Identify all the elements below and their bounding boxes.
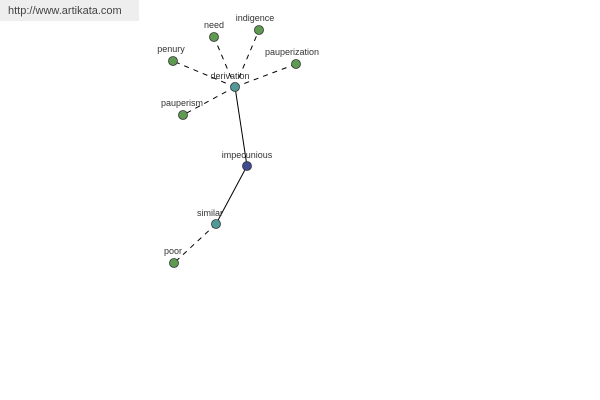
graph-labels: impecunious derivation similar need indigenc…	[157, 13, 319, 256]
node-label-similar[interactable]: similar	[197, 208, 223, 218]
node-pauperization[interactable]	[291, 59, 301, 69]
graph-edges	[172, 29, 297, 264]
node-label-pauperization[interactable]: pauperization	[265, 47, 319, 57]
node-poor[interactable]	[169, 258, 179, 268]
source-url-banner: http://www.artikata.com	[0, 0, 139, 21]
node-need[interactable]	[209, 32, 219, 42]
node-label-impecunious[interactable]: impecunious	[222, 150, 273, 160]
node-label-indigence[interactable]: indigence	[236, 13, 275, 23]
node-pauperism[interactable]	[178, 110, 188, 120]
edge-derivation-indigence	[234, 29, 260, 88]
node-label-pauperism[interactable]: pauperism	[161, 98, 203, 108]
node-label-derivation[interactable]: derivation	[210, 71, 249, 81]
edge-impecunious-similar	[215, 165, 248, 225]
node-similar[interactable]	[211, 219, 221, 229]
node-impecunious[interactable]	[242, 161, 252, 171]
graph-nodes	[168, 25, 301, 268]
source-url-text[interactable]: http://www.artikata.com	[8, 5, 122, 17]
node-indigence[interactable]	[254, 25, 264, 35]
edge-derivation-penury	[172, 60, 236, 88]
node-label-penury[interactable]: penury	[157, 44, 185, 54]
edge-similar-poor	[173, 223, 217, 264]
node-penury[interactable]	[168, 56, 178, 66]
edge-impecunious-derivation	[234, 86, 248, 167]
edge-derivation-pauperization	[234, 63, 297, 88]
node-derivation[interactable]	[230, 82, 240, 92]
node-label-need[interactable]: need	[204, 20, 224, 30]
node-label-poor[interactable]: poor	[164, 246, 182, 256]
